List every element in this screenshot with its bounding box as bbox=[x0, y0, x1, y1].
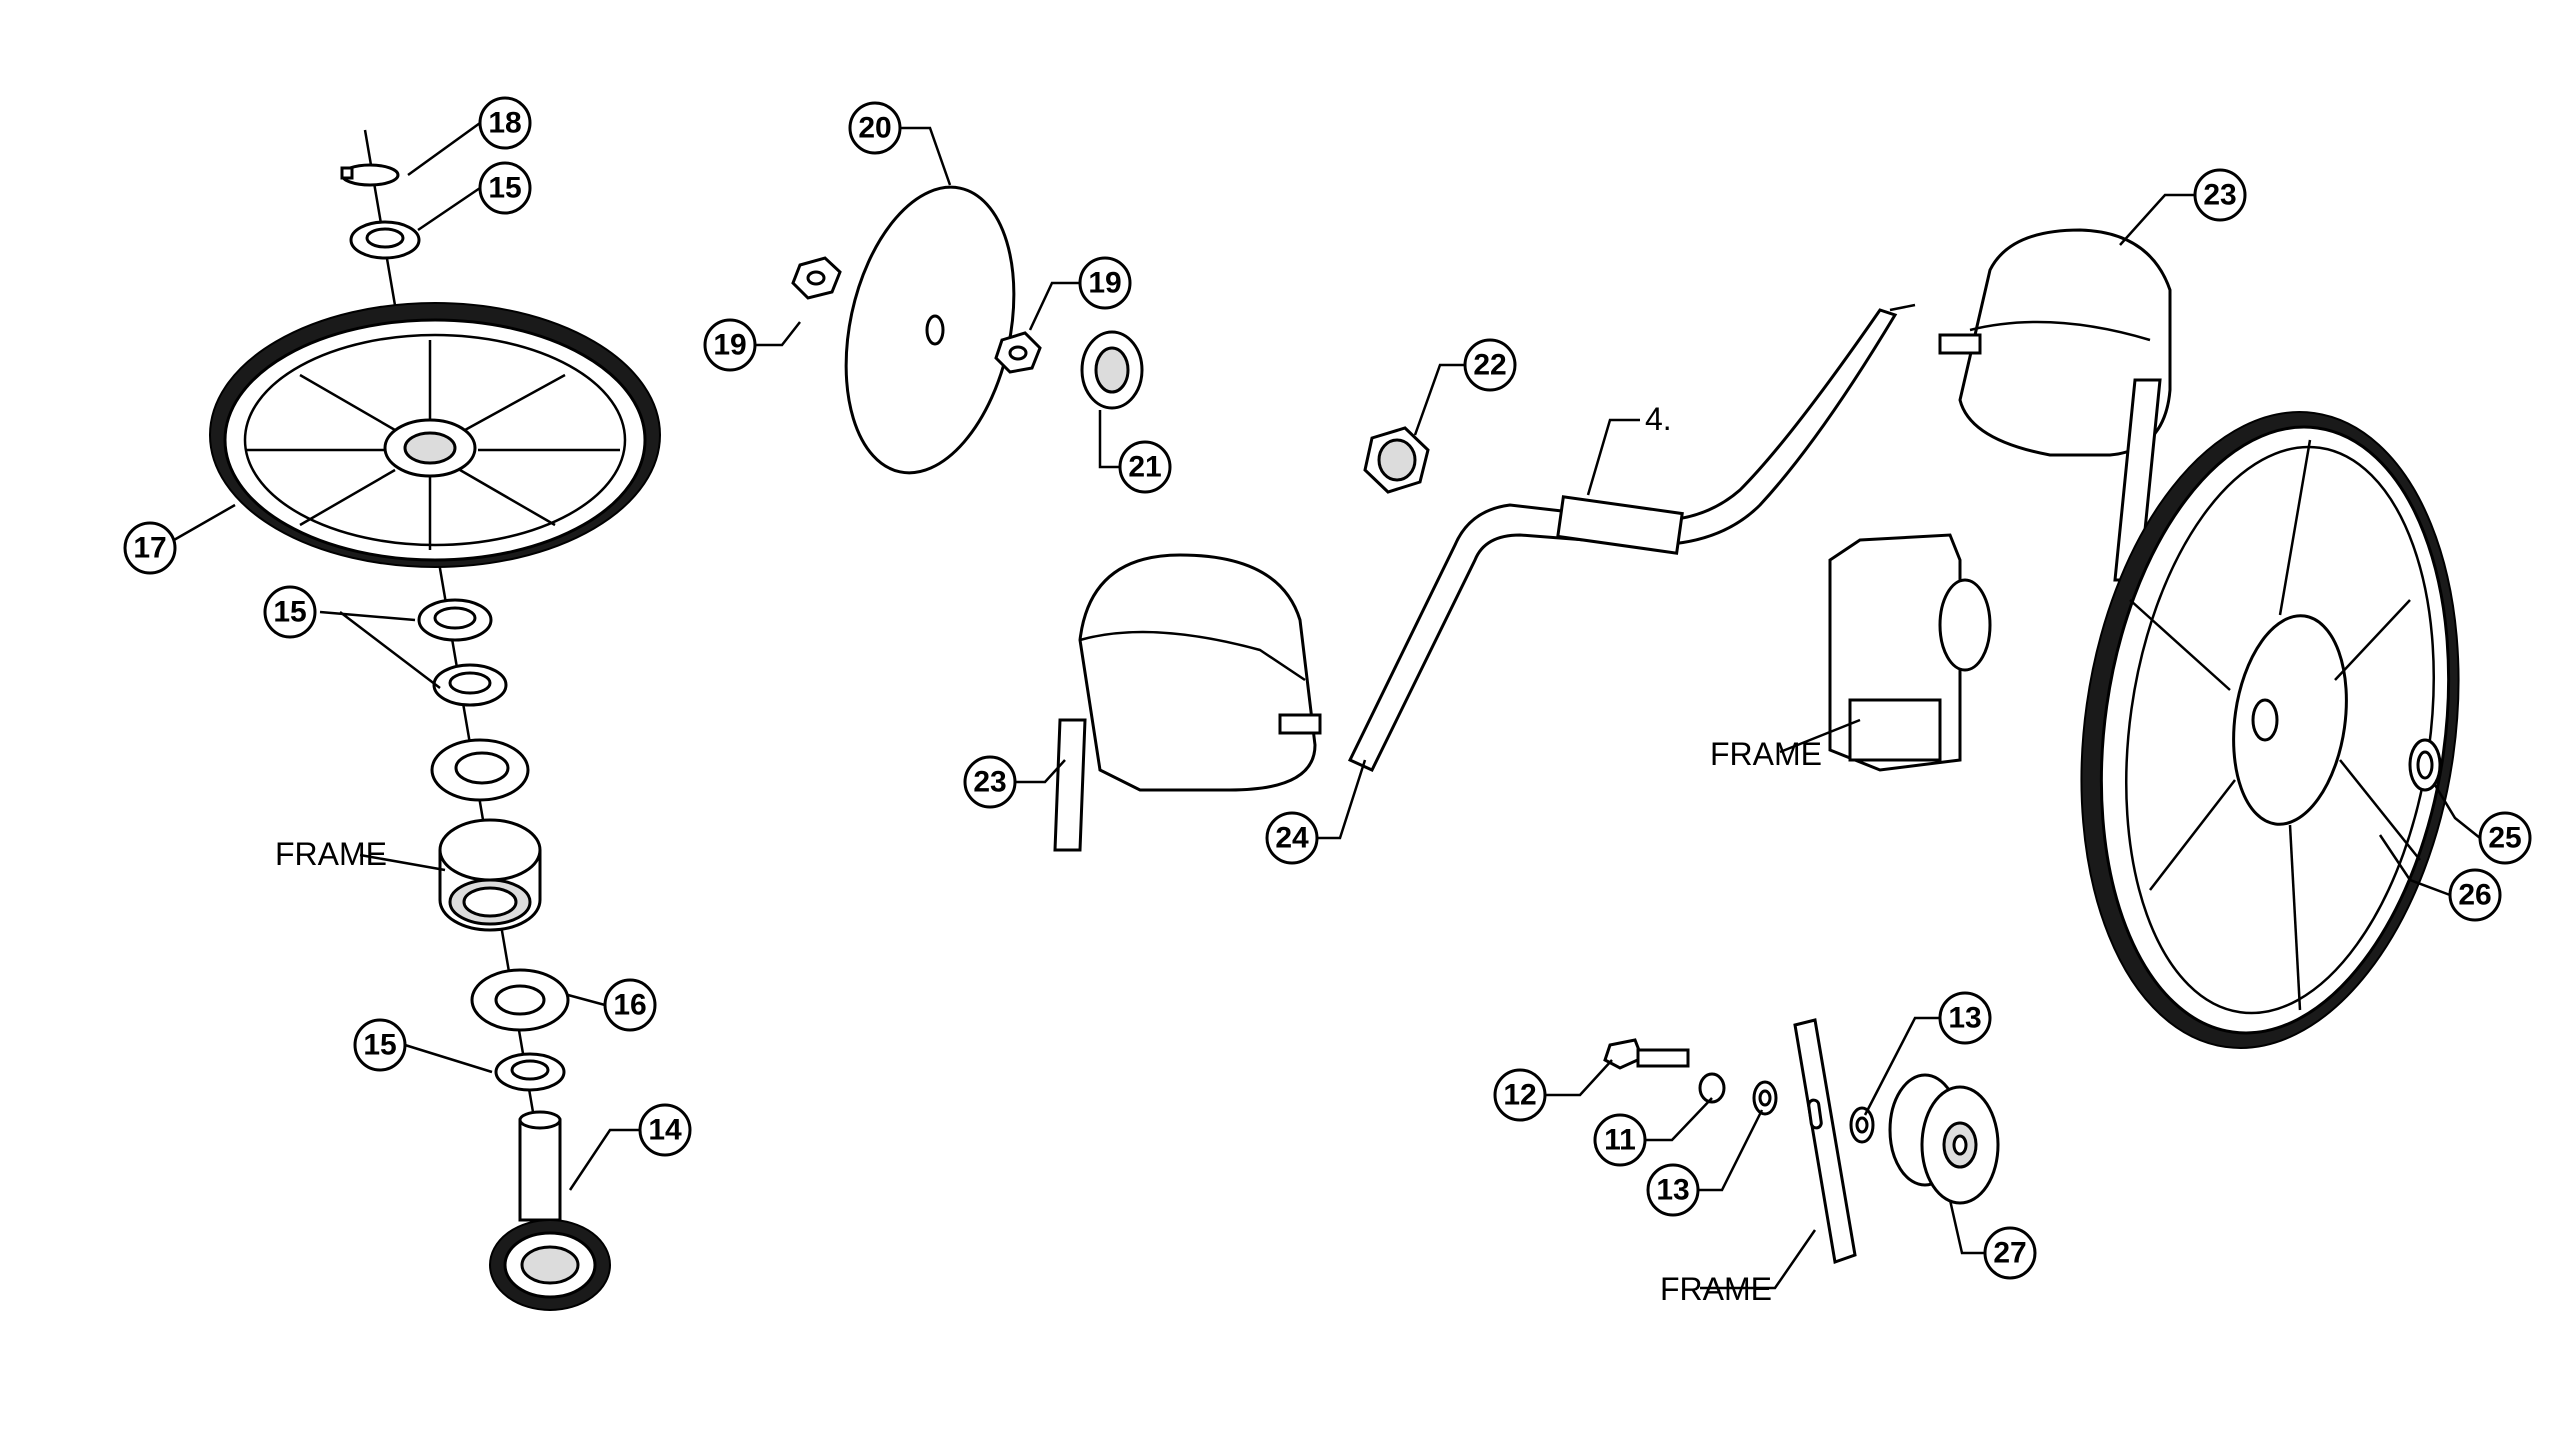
toothed-pulley-part bbox=[2080, 411, 2460, 1049]
frame-bushing-part bbox=[438, 818, 542, 932]
svg-text:14: 14 bbox=[648, 1114, 682, 1147]
svg-text:21: 21 bbox=[1128, 451, 1161, 484]
callout-22: 22 bbox=[1463, 338, 1517, 392]
washer-part-middle-a bbox=[417, 598, 493, 642]
callout-21: 21 bbox=[1118, 440, 1172, 494]
callout-16: 16 bbox=[603, 978, 657, 1032]
callout-15-middle: 15 bbox=[263, 585, 317, 639]
flanged-nut-part bbox=[1080, 330, 1144, 410]
spacer-part bbox=[430, 738, 530, 802]
snap-ring-part bbox=[340, 163, 400, 187]
frame-block-part bbox=[1828, 533, 1992, 772]
large-pulley-wheel-part bbox=[209, 302, 661, 568]
callout-25: 25 bbox=[2478, 811, 2532, 865]
callout-19-right: 19 bbox=[1078, 256, 1132, 310]
washer-part-middle-b bbox=[432, 663, 508, 707]
svg-text:17: 17 bbox=[133, 532, 166, 565]
svg-text:23: 23 bbox=[2203, 179, 2236, 212]
callout-11: 11 bbox=[1593, 1113, 1647, 1167]
disc-plate-part bbox=[844, 185, 1016, 475]
crank-arm-part bbox=[1347, 303, 1916, 772]
svg-text:22: 22 bbox=[1473, 349, 1506, 382]
frame-plate-part bbox=[1793, 1018, 1857, 1265]
svg-text:11: 11 bbox=[1604, 1124, 1636, 1157]
callout-15-bottom: 15 bbox=[353, 1018, 407, 1072]
svg-text:12: 12 bbox=[1503, 1079, 1536, 1112]
svg-text:25: 25 bbox=[2488, 822, 2521, 855]
hex-nut-part-right bbox=[994, 331, 1042, 374]
callout-24: 24 bbox=[1265, 811, 1319, 865]
svg-text:24: 24 bbox=[1275, 822, 1309, 855]
bracket-housing-part-left bbox=[1053, 553, 1322, 852]
svg-text:13: 13 bbox=[1948, 1002, 1981, 1035]
frame-label-center: FRAME bbox=[1710, 736, 1822, 772]
svg-text:27: 27 bbox=[1993, 1237, 2026, 1270]
washer-part-top bbox=[349, 220, 421, 260]
frame-label-left: FRAME bbox=[275, 836, 387, 872]
part-4-label: 4. bbox=[1645, 401, 1672, 437]
lock-washer-part bbox=[1698, 1072, 1726, 1104]
callout-27: 27 bbox=[1983, 1226, 2037, 1280]
svg-text:15: 15 bbox=[488, 172, 521, 205]
shaft-gear-part bbox=[489, 1110, 611, 1311]
svg-text:16: 16 bbox=[613, 989, 646, 1022]
svg-text:19: 19 bbox=[1088, 267, 1121, 300]
small-washer-part bbox=[2408, 738, 2442, 792]
svg-text:15: 15 bbox=[363, 1029, 396, 1062]
bolt-part bbox=[1603, 1038, 1690, 1070]
bracket-housing-part-right bbox=[1938, 228, 2172, 582]
callout-23-left: 23 bbox=[963, 755, 1017, 809]
svg-text:26: 26 bbox=[2458, 879, 2491, 912]
callout-13-left: 13 bbox=[1646, 1163, 1700, 1217]
callout-19-left: 19 bbox=[703, 318, 757, 372]
callout-15-top: 15 bbox=[478, 161, 532, 215]
lock-nut-part bbox=[1363, 426, 1430, 494]
flat-washer-part-left bbox=[1752, 1080, 1778, 1116]
callout-20: 20 bbox=[848, 101, 902, 155]
idler-pulley-part bbox=[1888, 1073, 2000, 1205]
flat-washer-part-right bbox=[1849, 1106, 1875, 1144]
svg-text:13: 13 bbox=[1656, 1174, 1689, 1207]
callout-14: 14 bbox=[638, 1103, 692, 1157]
leader-lines bbox=[159, 121, 2481, 1290]
callout-18: 18 bbox=[478, 96, 532, 150]
svg-text:19: 19 bbox=[713, 329, 746, 362]
callout-13-right: 13 bbox=[1938, 991, 1992, 1045]
hex-nut-part-left bbox=[791, 256, 842, 300]
bearing-part bbox=[470, 968, 570, 1032]
washer-part-bottom bbox=[494, 1052, 566, 1092]
callout-17: 17 bbox=[123, 521, 177, 575]
svg-text:15: 15 bbox=[273, 596, 306, 629]
svg-text:20: 20 bbox=[858, 112, 891, 145]
frame-label-bottom: FRAME bbox=[1660, 1271, 1772, 1307]
callout-23-right: 23 bbox=[2193, 168, 2247, 222]
svg-text:18: 18 bbox=[488, 107, 521, 140]
svg-text:23: 23 bbox=[973, 766, 1006, 799]
callout-12: 12 bbox=[1493, 1068, 1547, 1122]
callout-26: 26 bbox=[2448, 868, 2502, 922]
